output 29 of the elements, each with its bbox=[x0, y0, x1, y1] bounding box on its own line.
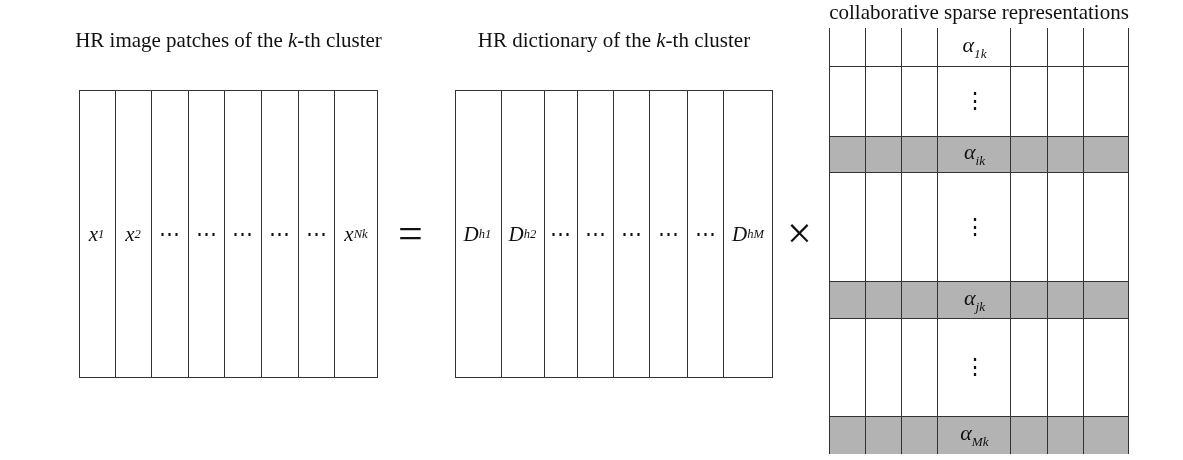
matrix-row bbox=[830, 135, 1128, 172]
matrix-heading: HR image patches of the k-th cluster bbox=[75, 28, 382, 53]
matrix-column: ⋯ bbox=[576, 91, 613, 377]
matrix-entry: ⋮ bbox=[963, 213, 986, 240]
matrix-row bbox=[830, 65, 1128, 136]
matrix-column: ⋯ bbox=[150, 91, 188, 377]
matrix-column: ⋯ bbox=[260, 91, 298, 377]
matrix-row bbox=[830, 27, 1128, 66]
matrix-entry: α$_{ik}$ bbox=[963, 139, 986, 169]
matrix-entry: ⋮ bbox=[963, 88, 986, 114]
matrix-column: ⋯ bbox=[297, 91, 334, 377]
matrix-column: ⋯ bbox=[223, 91, 261, 377]
times-sign: × bbox=[787, 212, 812, 256]
matrix-row bbox=[830, 171, 1128, 281]
matrix-column: ⋯ bbox=[686, 91, 723, 377]
matrix-column: ⋯ bbox=[612, 91, 649, 377]
matrix-entry: α$_{1k}$ bbox=[962, 31, 987, 62]
matrix-column: ⋯ bbox=[648, 91, 687, 377]
matrix-heading: HR dictionary of the k-th cluster bbox=[477, 28, 751, 53]
equals-sign: = bbox=[398, 212, 423, 256]
matrix-heading: collaborative sparse representations bbox=[829, 0, 1129, 25]
matrix-row bbox=[830, 280, 1128, 318]
matrix-entry: α$_{Mk}$ bbox=[960, 420, 989, 450]
matrix-entry: ⋮ bbox=[963, 354, 986, 380]
matrix-column: ⋯ bbox=[187, 91, 224, 377]
matrix-row bbox=[830, 317, 1128, 416]
matrix-entry: α$_{jk}$ bbox=[963, 284, 986, 315]
matrix-column: ⋯ bbox=[543, 91, 577, 377]
matrix-row bbox=[830, 415, 1128, 454]
